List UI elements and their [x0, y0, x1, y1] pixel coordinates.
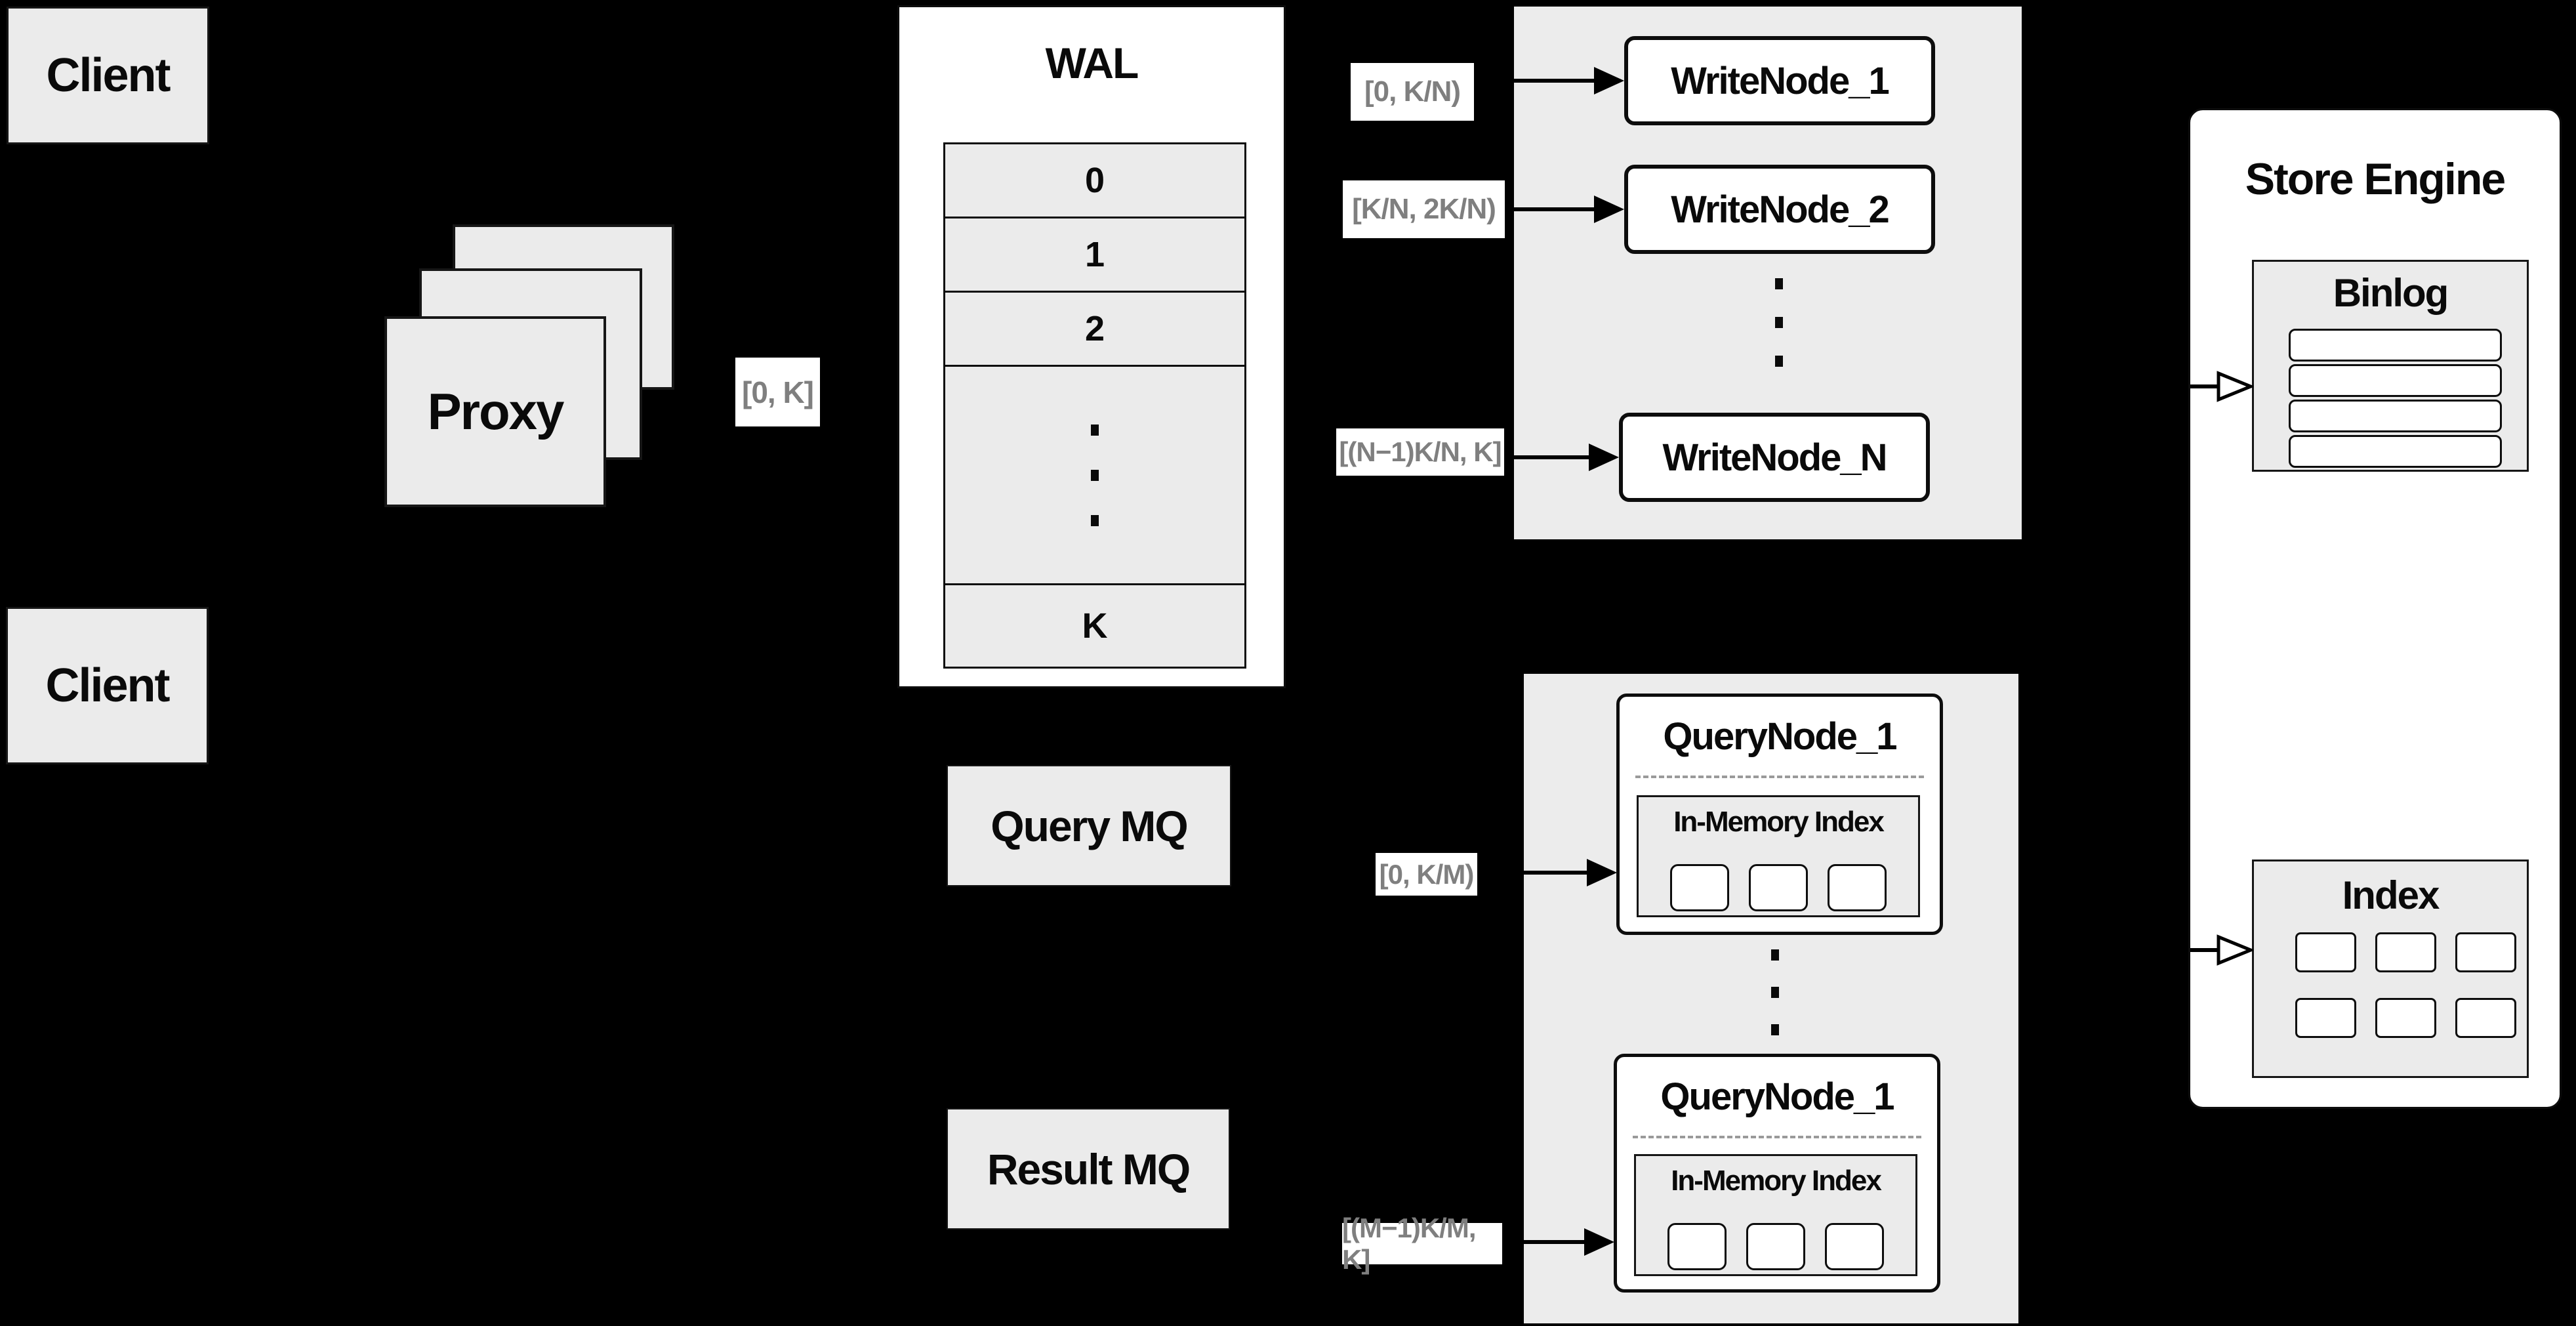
index-squares-row	[2295, 998, 2516, 1038]
write-node-2-label: WriteNode_2	[1671, 188, 1889, 231]
dot-icon	[1091, 424, 1099, 436]
index-square	[2375, 998, 2436, 1038]
range-label-write-2: [K/N, 2K/N)	[1343, 180, 1505, 238]
index-square	[2295, 932, 2356, 972]
binlog-row	[2289, 364, 2502, 397]
hollow-arrow-right-icon	[2217, 934, 2253, 966]
arrow-right-icon	[1594, 67, 1624, 94]
index-title: Index	[2342, 873, 2440, 917]
range-label-proxy-out: [0, K]	[735, 358, 820, 426]
query-node-bottom-label: QueryNode_1	[1660, 1075, 1894, 1118]
arrow-line	[1514, 207, 1597, 211]
write-node-ellipsis	[1775, 278, 1783, 367]
range-label-write-n: [(N−1)K/N, K]	[1336, 428, 1504, 476]
binlog-rows	[2289, 329, 2502, 468]
dot-icon	[1091, 514, 1099, 526]
inmem-index-top-label: In-Memory Index	[1673, 806, 1885, 838]
segment-square	[1749, 864, 1808, 911]
arrow-line	[1524, 1240, 1587, 1244]
inmem-index-bottom-label: In-Memory Index	[1671, 1165, 1882, 1197]
dot-icon	[1091, 469, 1099, 481]
wal-row-2: 2	[945, 293, 1244, 367]
client-node-bottom: Client	[6, 607, 209, 764]
inmem-index-top: In-Memory Index	[1637, 795, 1920, 917]
index-square	[2455, 932, 2516, 972]
binlog-row	[2289, 435, 2502, 468]
arrow-right-icon	[1587, 859, 1617, 886]
result-mq-node: Result MQ	[947, 1108, 1230, 1230]
wal-table: 0 1 2 K	[943, 142, 1246, 669]
index-square	[2295, 998, 2356, 1038]
arrow-right-icon	[1589, 444, 1619, 471]
range-label-query-m: [(M−1)K/M, K]	[1342, 1212, 1502, 1275]
binlog-box: Binlog	[2252, 260, 2529, 472]
proxy-label: Proxy	[427, 383, 565, 440]
write-node-1: WriteNode_1	[1624, 36, 1935, 125]
query-node-bottom: QueryNode_1 In-Memory Index	[1614, 1054, 1940, 1293]
wal-title: WAL	[1045, 39, 1139, 87]
segment-square	[1670, 864, 1729, 911]
arrow-right-icon	[1594, 196, 1624, 223]
dot-icon	[1775, 278, 1783, 289]
wal-row-ellipsis	[945, 367, 1244, 585]
write-node-n-label: WriteNode_N	[1662, 436, 1887, 479]
segment-squares	[1667, 1223, 1884, 1270]
range-label-write-1: [0, K/N)	[1351, 63, 1474, 121]
store-engine-panel: Store Engine Binlog Index	[2188, 108, 2562, 1109]
client-bottom-label: Client	[45, 659, 170, 712]
write-node-1-label: WriteNode_1	[1671, 59, 1889, 102]
segment-square	[1825, 1223, 1884, 1270]
wal-row-1: 1	[945, 218, 1244, 293]
client-node-top: Client	[7, 7, 209, 144]
query-mq-label: Query MQ	[991, 801, 1188, 850]
index-squares-row	[2295, 932, 2516, 972]
arrow-line	[1524, 871, 1589, 875]
wal-row-k: K	[1082, 606, 1108, 646]
dot-icon	[1775, 317, 1783, 328]
binlog-row	[2289, 400, 2502, 432]
index-square	[2375, 932, 2436, 972]
result-mq-label: Result MQ	[987, 1144, 1191, 1193]
dot-icon	[1771, 1024, 1779, 1035]
wal-row-0: 0	[945, 144, 1244, 218]
query-mq-node: Query MQ	[947, 765, 1231, 886]
client-top-label: Client	[46, 49, 171, 102]
segment-squares	[1670, 864, 1887, 911]
arrow-line	[2190, 948, 2219, 952]
index-square	[2455, 998, 2516, 1038]
arrow-line	[1514, 455, 1591, 459]
segment-square	[1828, 864, 1887, 911]
wal-panel: WAL 0 1 2 K	[897, 5, 1286, 688]
dot-icon	[1775, 356, 1783, 367]
binlog-row	[2289, 329, 2502, 362]
segment-square	[1746, 1223, 1805, 1270]
dashed-divider	[1635, 776, 1924, 778]
binlog-title: Binlog	[2333, 270, 2449, 315]
store-engine-title: Store Engine	[2245, 154, 2506, 204]
proxy-node: Proxy	[384, 316, 606, 507]
dot-icon	[1771, 987, 1779, 998]
write-node-n: WriteNode_N	[1619, 413, 1930, 502]
query-node-top-label: QueryNode_1	[1663, 715, 1897, 758]
hollow-arrow-right-icon	[2217, 371, 2253, 402]
query-node-top: QueryNode_1 In-Memory Index	[1616, 694, 1943, 935]
inmem-index-bottom: In-Memory Index	[1634, 1154, 1917, 1276]
write-node-panel: WriteNode_1 WriteNode_2 WriteNode_N	[1514, 7, 2022, 539]
arrow-line	[1514, 79, 1597, 83]
query-node-panel: QueryNode_1 In-Memory Index QueryNode_1 …	[1524, 674, 2018, 1323]
segment-square	[1667, 1223, 1727, 1270]
range-label-query-1: [0, K/M)	[1376, 853, 1477, 896]
arrow-line	[2190, 384, 2219, 388]
write-node-2: WriteNode_2	[1624, 165, 1935, 254]
dot-icon	[1771, 949, 1779, 961]
dashed-divider	[1633, 1136, 1921, 1138]
arrow-right-icon	[1584, 1228, 1614, 1256]
index-box: Index	[2252, 860, 2529, 1078]
query-node-ellipsis	[1771, 949, 1779, 1035]
